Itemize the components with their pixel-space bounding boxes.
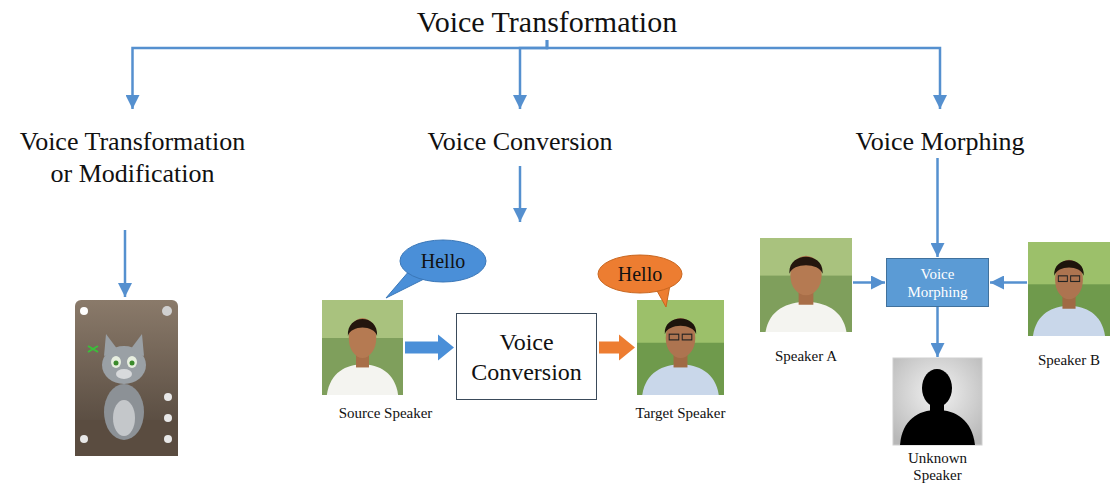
speaker-caption: Speaker B [1038, 352, 1100, 369]
node-label: Voice Transformation or Modification [10, 126, 255, 190]
connector-arrow [936, 158, 939, 257]
branch-label: Voice Morphing [825, 108, 1055, 158]
process-box: Voice Conversion [456, 313, 597, 400]
talking-cat-app [75, 300, 178, 456]
speaker-caption: Unknown Speaker [898, 450, 978, 484]
unknown-silhouette [893, 358, 982, 445]
speaker-photo [1028, 242, 1110, 336]
speaker-caption: Target Speaker [636, 405, 726, 422]
connector-arrow [990, 281, 1027, 284]
speaker-photo-frame: Speaker A [760, 238, 852, 332]
connector-arrow [936, 307, 939, 357]
speech-text: Hello [421, 250, 465, 273]
node-label: Voice Conversion [390, 126, 650, 158]
morph-box: Voice Morphing [886, 258, 989, 307]
speaker-caption: Source Speaker [339, 405, 433, 422]
speaker-photo-frame: Target Speaker [637, 300, 724, 395]
speech-bubble: Hello [598, 255, 682, 293]
speaker-photo [637, 300, 724, 395]
branch-arrow [519, 166, 522, 222]
node-label: Voice Morphing [825, 126, 1055, 158]
block-arrow [405, 335, 454, 361]
connector-arrow [853, 281, 885, 284]
branch-arrow [124, 230, 127, 297]
connector-arrow [547, 40, 940, 109]
speech-bubble: Hello [400, 240, 486, 282]
branch-label: Voice Conversion [390, 108, 650, 158]
connector-arrow [520, 40, 547, 109]
node-label: Voice Morphing [891, 265, 984, 301]
speaker-photo-frame: Speaker B [1028, 242, 1110, 336]
block-arrow [599, 335, 635, 361]
node-label: Voice Conversion [461, 327, 592, 387]
speaker-caption: Speaker A [775, 348, 837, 365]
branch-label: Voice Transformation or Modification [10, 108, 255, 190]
speaker-photo [322, 300, 403, 395]
speaker-photo-frame: Unknown Speaker [893, 358, 982, 445]
speaker-photo [760, 238, 852, 332]
connector-arrow [133, 40, 548, 109]
speaker-photo-frame: Source Speaker [322, 300, 403, 395]
speech-text: Hello [618, 263, 662, 286]
branch-label: Voice Transformation [397, 4, 697, 40]
node-label: Voice Transformation [397, 4, 697, 40]
